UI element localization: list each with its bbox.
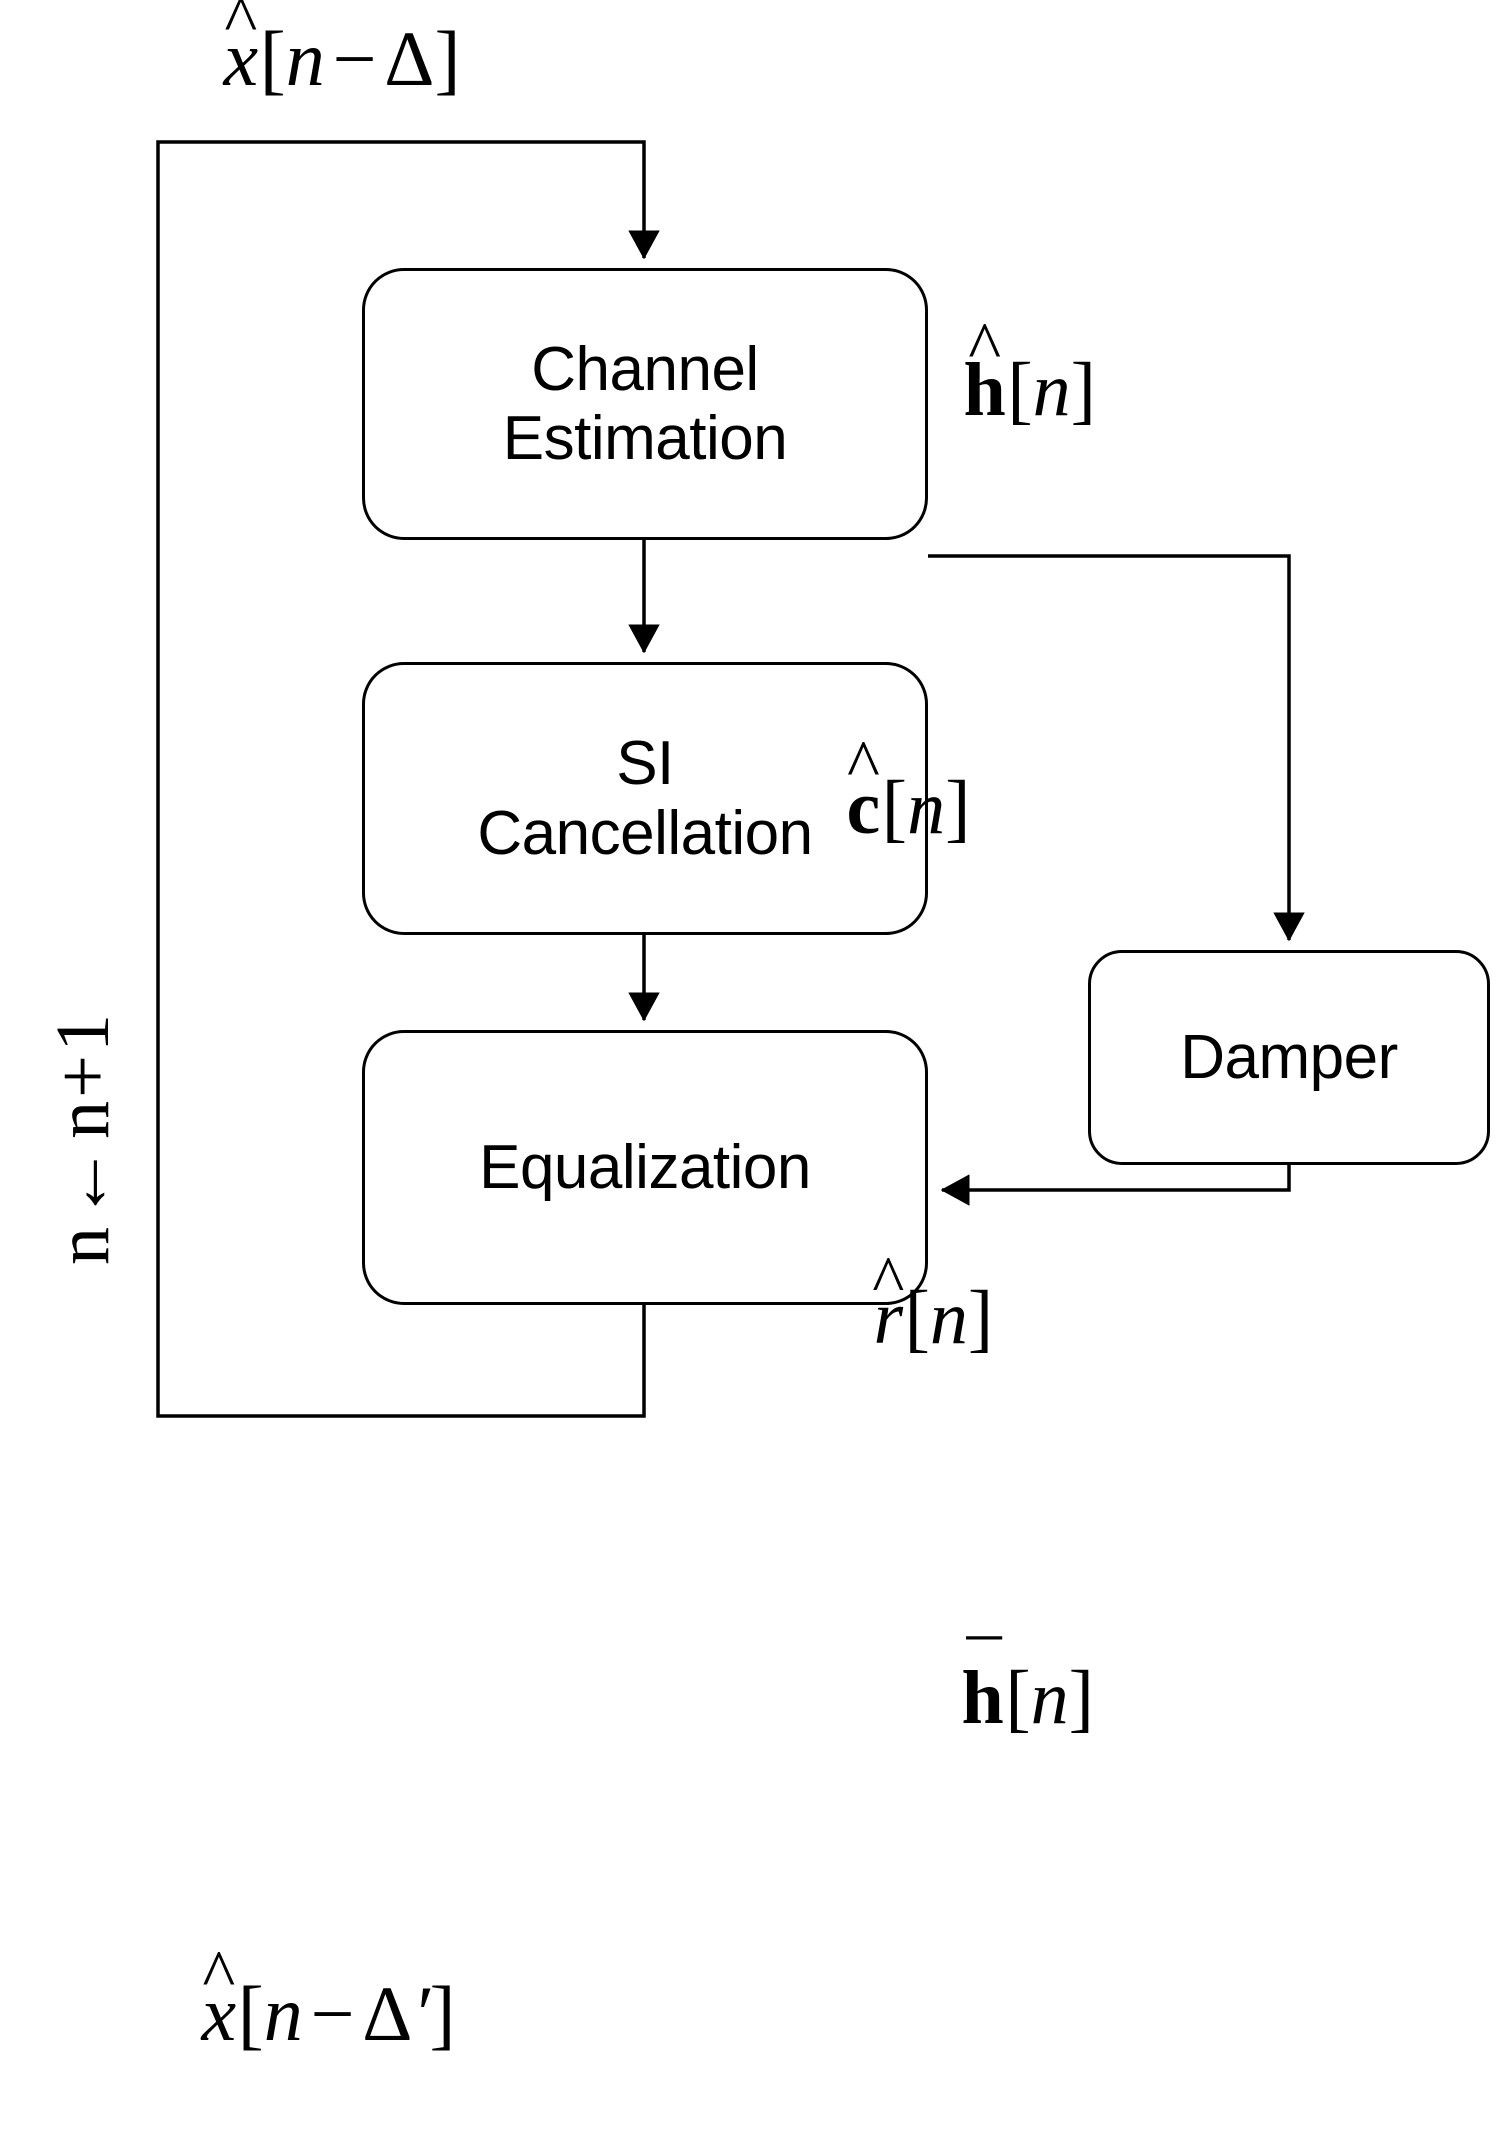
channel-estimate-base-accented: ^h <box>963 308 1006 432</box>
bracket-open: [ <box>1005 1656 1031 1740</box>
hat-accent-icon: ^ <box>224 0 258 59</box>
iteration-lhs: n <box>41 1227 125 1265</box>
minus-operator: − <box>310 1970 355 2057</box>
label-iteration-counter: n←n+1 <box>40 1014 127 1265</box>
damped-channel-base-accented: ¯h <box>961 1628 1004 1740</box>
bracket-close: ] <box>434 15 461 102</box>
hat-accent-icon: ^ <box>968 308 1002 386</box>
left-arrow-icon: ← <box>41 1144 125 1221</box>
iteration-increment: 1 <box>41 1013 125 1052</box>
bracket-open: [ <box>881 766 908 850</box>
hat-accent-icon: ^ <box>202 1935 236 2014</box>
residual-arg: n <box>929 1276 968 1360</box>
damped-channel-arg: n <box>1030 1656 1069 1740</box>
bracket-open: [ <box>259 15 286 102</box>
hat-accent-icon: ^ <box>846 726 880 804</box>
bracket-close: ] <box>1070 348 1096 432</box>
block-damper-label: Damper <box>1180 1022 1398 1092</box>
hat-accent-icon: ^ <box>872 1241 905 1318</box>
si-estimate-arg: n <box>907 766 946 850</box>
bracket-open: [ <box>904 1276 930 1360</box>
edge-damper-to-equalization <box>940 1165 1291 1206</box>
label-damped-channel: ¯h[n] <box>960 1628 1094 1740</box>
block-si-cancellation[interactable]: SI Cancellation <box>362 662 928 935</box>
si-estimate-base-accented: ^c <box>846 726 881 850</box>
bracket-close: ] <box>429 1970 456 2057</box>
bracket-close: ] <box>967 1276 994 1360</box>
bracket-open: [ <box>237 1970 264 2057</box>
label-input-top: ^x[n−Δ] <box>222 0 461 98</box>
block-damper[interactable]: Damper <box>1088 950 1490 1165</box>
block-channel-estimation[interactable]: Channel Estimation <box>362 268 928 540</box>
edge-channel-estimation-to-damper <box>928 554 1305 942</box>
output-bottom-base-accented: ^x <box>201 1935 237 2057</box>
input-top-base-accented: ^x <box>222 0 260 98</box>
plus-operator: + <box>41 1054 125 1098</box>
label-si-estimate: ^c[n] <box>845 726 971 850</box>
output-bottom-arg: n <box>263 1970 303 2057</box>
input-top-arg: n <box>285 15 325 102</box>
delta-symbol: Δ <box>362 1970 413 2057</box>
channel-estimate-arg: n <box>1032 348 1071 432</box>
iteration-rhs: n <box>41 1100 125 1139</box>
block-equalization-label: Equalization <box>479 1132 811 1202</box>
label-channel-estimate: ^h[n] <box>962 308 1096 432</box>
bracket-close: ] <box>945 766 971 850</box>
block-equalization[interactable]: Equalization <box>362 1030 928 1305</box>
bracket-open: [ <box>1007 348 1033 432</box>
delta-symbol: Δ <box>384 15 435 102</box>
bar-accent-icon: ¯ <box>966 1628 1002 1706</box>
block-si-cancellation-label: SI Cancellation <box>477 729 813 868</box>
prime-symbol: ′ <box>412 1970 430 2057</box>
block-channel-estimation-label: Channel Estimation <box>502 334 788 473</box>
residual-base-accented: ^r <box>872 1241 905 1360</box>
minus-operator: − <box>332 15 377 102</box>
bracket-close: ] <box>1068 1656 1094 1740</box>
label-residual: ^r[n] <box>872 1241 993 1360</box>
label-output-bottom: ^x[n−Δ′] <box>200 1935 456 2057</box>
